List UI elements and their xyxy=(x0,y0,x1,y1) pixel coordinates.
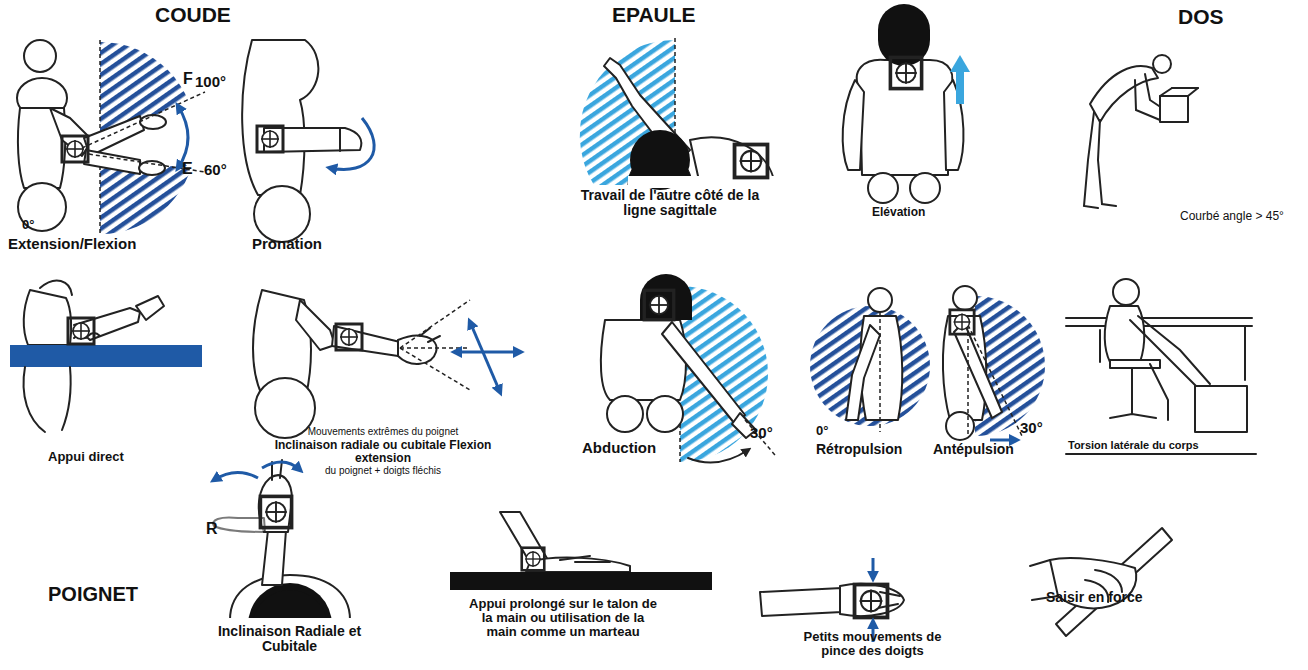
angle-value: 0° xyxy=(816,424,828,438)
posture-caption: Pronation xyxy=(252,236,322,252)
posture-caption: Elévation xyxy=(872,206,925,219)
posture-caption: Travail de l'autre côté de la ligne sagi… xyxy=(565,188,775,218)
direct-support-figure xyxy=(10,281,202,432)
posture-note: Mouvements extrêmes du poignet xyxy=(268,427,498,438)
posture-note: du poignet + doigts fléchis xyxy=(268,466,498,477)
posture-caption: Appui prolongé sur le talon de la main o… xyxy=(468,597,658,639)
elevation-figure xyxy=(843,4,970,203)
posture-caption: Inclinaison radiale ou cubitale Flexion … xyxy=(268,439,498,465)
section-heading: EPAULE xyxy=(612,4,696,27)
bent-back-figure xyxy=(1084,55,1198,208)
posture-caption: Inclinaison Radiale et Cubitale xyxy=(207,624,372,654)
extension-flexion-figure xyxy=(17,40,205,236)
angle-value: 0° xyxy=(22,218,34,232)
posture-caption: Rétropulsion xyxy=(816,442,902,457)
posture-caption: Extension/Flexion xyxy=(8,236,136,252)
sagittal-line-figure xyxy=(580,38,778,190)
pronation-figure xyxy=(242,40,374,242)
palm-heel-figure xyxy=(450,512,712,590)
section-heading: POIGNET xyxy=(48,584,138,606)
posture-caption: Courbé angle > 45° xyxy=(1180,210,1284,223)
posture-caption: Petits mouvements de pince des doigts xyxy=(790,630,955,658)
angle-letter: F xyxy=(183,70,193,87)
angle-value: 100° xyxy=(195,74,226,90)
power-grip-figure xyxy=(1030,528,1172,636)
direction-letter: R xyxy=(206,520,218,537)
posture-caption: Antépulsion xyxy=(933,442,1014,457)
angle-value: 60° xyxy=(204,162,227,178)
retropulsion-figure xyxy=(810,288,930,432)
angle-value: 30° xyxy=(750,425,773,441)
posture-caption: Saisir en force xyxy=(1046,590,1143,605)
posture-caption: Appui direct xyxy=(48,450,124,464)
section-heading: DOS xyxy=(1178,6,1224,29)
posture-caption: Torsion latérale du corps xyxy=(1068,440,1258,452)
antepulsion-figure xyxy=(943,286,1045,440)
section-heading: COUDE xyxy=(155,4,231,27)
torsion-figure xyxy=(1066,279,1256,454)
abduction-figure xyxy=(601,274,775,463)
angle-letter: E xyxy=(182,160,193,177)
extreme-wrist-figure xyxy=(253,290,520,438)
posture-caption: Abduction xyxy=(582,440,656,456)
angle-value: 30° xyxy=(1020,420,1043,436)
